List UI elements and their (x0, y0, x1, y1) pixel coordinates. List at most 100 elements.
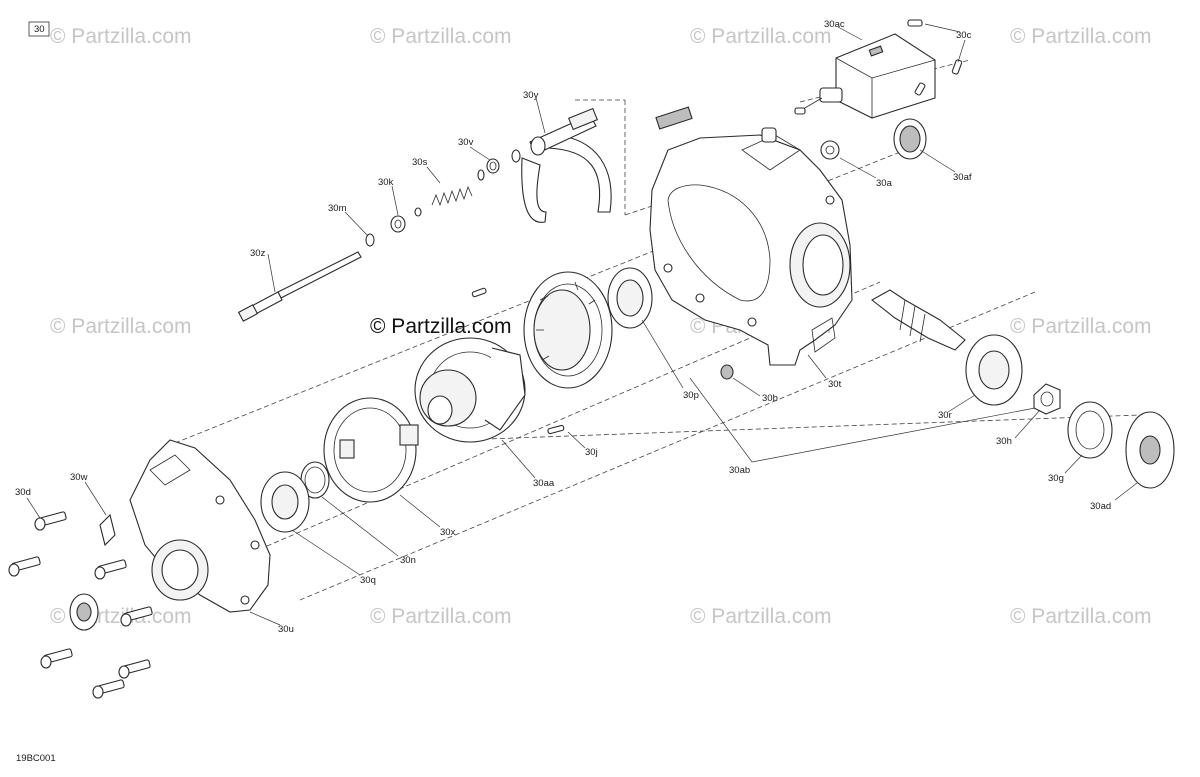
assembly-axis-lines (174, 59, 1141, 601)
watermark-text: © Partzilla.com (690, 25, 832, 48)
clip-part[interactable] (511, 149, 521, 163)
bolt-part[interactable] (40, 648, 73, 669)
leader-line (267, 253, 276, 293)
watermark-text: © Partzilla.com (50, 25, 192, 48)
leader-line (732, 377, 761, 397)
callout-label: 30r (938, 410, 952, 421)
callout-label: 30ab (729, 465, 750, 476)
watermark-text: © Partzilla.com (370, 605, 512, 628)
callout-label: 30x (440, 527, 456, 538)
spline-ring-part[interactable] (1067, 401, 1113, 459)
actuator-part[interactable] (794, 33, 936, 119)
bolt-part[interactable] (118, 659, 151, 679)
pin-part[interactable] (547, 424, 565, 435)
callout-label: 30b (762, 393, 778, 404)
shift-rod-part[interactable] (237, 251, 362, 322)
leader-line (26, 497, 41, 519)
bolt-part[interactable] (34, 511, 67, 531)
screw-part[interactable] (907, 19, 963, 96)
leader-line (84, 481, 107, 516)
spring-part[interactable] (431, 185, 473, 207)
clip-part[interactable] (477, 169, 485, 181)
leader-line (1064, 454, 1083, 474)
leader-line (1014, 409, 1041, 439)
leader-line (1114, 482, 1138, 501)
pin-part[interactable] (471, 287, 487, 298)
callout-label: 30q (360, 575, 376, 586)
leader-line (469, 146, 491, 161)
leader-line (399, 494, 441, 528)
gearbox-cover-part[interactable] (129, 439, 271, 613)
bolt-part[interactable] (92, 679, 125, 699)
callout-label: 30k (378, 177, 394, 188)
bushing-part[interactable] (390, 215, 406, 233)
callout-label: 30u (278, 624, 294, 635)
leader-line (249, 611, 281, 626)
watermark-text: © Partzilla.com (690, 605, 832, 628)
watermark-main: © Partzilla.com (370, 315, 512, 338)
oil-seal-part[interactable] (1125, 411, 1175, 489)
leader-line (501, 439, 536, 479)
leader-line (391, 185, 399, 216)
bolt-part[interactable] (120, 606, 153, 627)
leader-line (957, 39, 966, 63)
leader-line (535, 97, 546, 134)
leader-line (567, 431, 586, 449)
leader-line (291, 529, 361, 576)
figure-code: 19BC001 (16, 753, 56, 764)
callout-label: 30ac (824, 19, 845, 30)
callout-label: 30g (1048, 473, 1064, 484)
leader-line (947, 394, 976, 413)
callout-label: 30w (70, 472, 88, 483)
page-tag-text: 30 (34, 24, 45, 35)
watermark-text: © Partzilla.com (1010, 25, 1152, 48)
callout-label: 30a (876, 178, 893, 189)
bolt-part[interactable] (8, 556, 41, 577)
bearing-part[interactable] (607, 267, 653, 329)
shift-fork-part[interactable] (521, 107, 612, 223)
callout-label: 30aa (533, 478, 555, 489)
gearbox-housing-part[interactable] (649, 127, 853, 366)
callout-label: 30v (458, 137, 474, 148)
ring-gear-part[interactable] (523, 271, 613, 389)
nut-part[interactable] (720, 364, 734, 380)
pinion-shaft-part[interactable] (871, 289, 966, 351)
callout-labels: 30ac 30c 30y 30v 30s 30k 30m 30z 30a 30a… (15, 19, 1111, 635)
bolt-part[interactable] (94, 559, 127, 580)
leader-line (689, 377, 1036, 463)
watermark-text: © Partzilla.com (370, 25, 512, 48)
callout-label: 30n (400, 555, 416, 566)
clip-part[interactable] (414, 207, 422, 217)
callout-label: 30z (250, 248, 266, 259)
callout-label: 30d (15, 487, 31, 498)
leader-line (839, 157, 877, 179)
leader-line (807, 354, 827, 379)
callout-label: 30s (412, 157, 428, 168)
washer-part[interactable] (486, 158, 500, 174)
nut-part[interactable] (1033, 383, 1061, 415)
bearing-part[interactable] (965, 334, 1023, 406)
leader-line (641, 319, 684, 389)
callout-label: 30h (996, 436, 1012, 447)
callout-label: 30m (328, 203, 347, 214)
breather-part[interactable] (820, 140, 840, 160)
leader-line (919, 149, 956, 173)
bearing-part[interactable] (260, 471, 310, 533)
leader-line (344, 211, 369, 237)
callout-label: 30ad (1090, 501, 1111, 512)
oil-seal-part[interactable] (69, 593, 99, 631)
callout-label: 30j (585, 447, 598, 458)
watermark-text: © Partzilla.com (50, 315, 192, 338)
callout-label: 30af (953, 172, 972, 183)
differential-part[interactable] (414, 337, 526, 443)
callout-label: 30c (956, 30, 972, 41)
watermark-text: © Partzilla.com (1010, 315, 1152, 338)
leader-line (321, 496, 399, 557)
clutch-hub-part[interactable] (323, 397, 419, 503)
bracket-part[interactable] (99, 513, 116, 547)
clip-part[interactable] (365, 233, 375, 247)
oil-seal-part[interactable] (893, 118, 927, 160)
page-tag: 30 (28, 21, 50, 37)
